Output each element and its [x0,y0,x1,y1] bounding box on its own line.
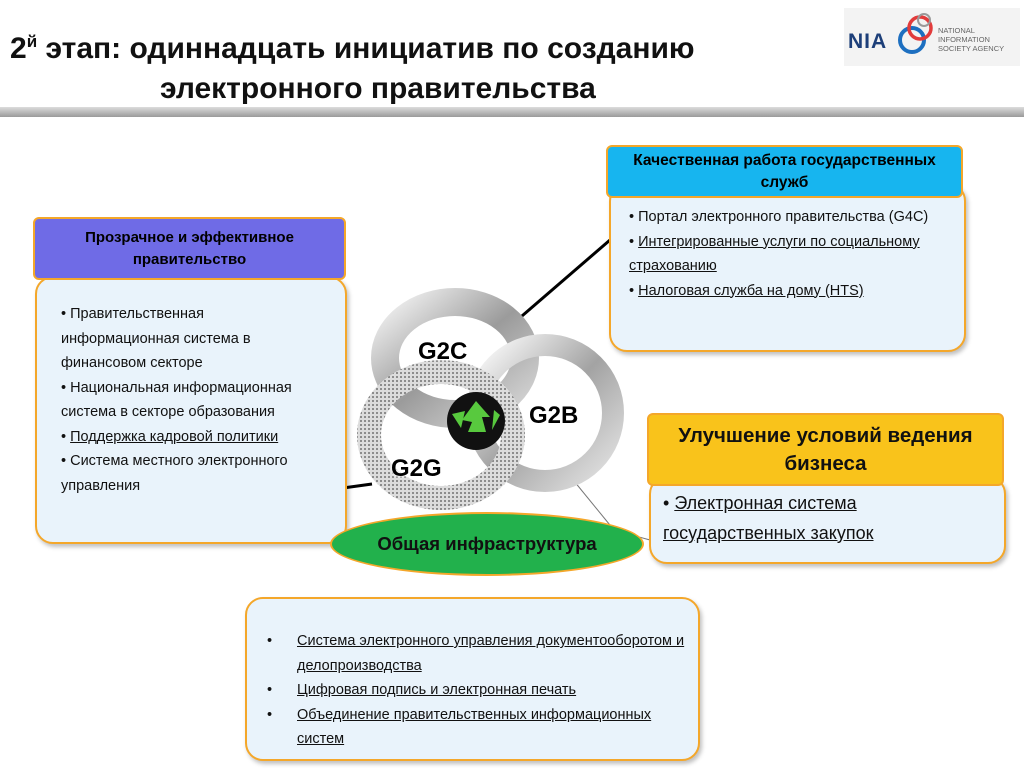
logo-swirl-icon [898,13,933,54]
list-bullet: • [629,282,639,299]
list-item: • Цифровая подпись и электронная печать [267,678,686,703]
nia-logo: NIA NATIONAL INFORMATION SOCIETY AGENCY [844,8,1020,66]
list-item: • Электронная система государственных за… [663,488,994,548]
header-business-conditions: Улучшение условий ведения бизнеса [647,413,1004,486]
panel-infrastructure: • Система электронного управления докумен… [245,597,700,761]
list-item-link[interactable]: Цифровая подпись и электронная печать [297,682,577,698]
list-item: • Поддержка кадровой политики [61,425,323,450]
list-item: • Портал электронного правительства (G4C… [629,209,929,225]
list-item: • Интегрированные услуги по социальному … [629,230,950,279]
list-item: • Система местного электронного управлен… [61,453,288,494]
list-item: • Система электронного управления докумен… [267,629,686,678]
logo-text: NIA [848,30,888,53]
label-g2c: G2C [418,338,468,365]
business-list: • Электронная система государственных за… [651,478,1004,548]
header-divider [0,107,1024,117]
list-item: • Налоговая служба на дому (HTS) [629,279,950,304]
header-quality-services: Качественная работа государственных служ… [606,145,963,198]
list-bullet: • [267,682,273,698]
title-line1: этап: одиннадцать инициатив по созданию [37,32,695,65]
ring-g2g [357,360,525,510]
bottom-list: • Система электронного управления докумен… [247,599,698,752]
list-item-link[interactable]: Объединение правительственных информацио… [297,706,652,748]
label-g2b: G2B [529,402,579,429]
panel-business-conditions: • Электронная система государственных за… [649,476,1006,564]
page-title: 2й этап: одиннадцать инициатив по создан… [10,22,830,109]
title-number: 2 [10,32,27,65]
list-item-link[interactable]: Электронная система государственных заку… [663,493,874,543]
list-item-link[interactable]: Система электронного управления документ… [297,633,685,674]
list-item: • Объединение правительственных информаци… [267,703,686,752]
logo-agency-text: NATIONAL INFORMATION SOCIETY AGENCY [938,26,1005,53]
connector-g2c [514,238,611,324]
label-g2g: G2G [391,455,442,482]
list-bullet: • [61,428,71,445]
connector-g2g [342,482,373,490]
panel-transparent-government: • Правительственная информационная систе… [35,276,347,544]
list-item-link[interactable]: Налоговая служба на дому (HTS) [638,282,864,299]
list-item-link[interactable]: Интегрированные услуги по социальному ст… [629,233,920,275]
list-bullet: • [267,706,273,723]
list-item: • Национальная информационная система в … [61,379,292,421]
panel-quality-services: • Портал электронного правительства (G4C… [609,183,966,352]
list-bullet: • [267,633,273,649]
title-superscript: й [26,32,38,51]
title-line2: электронного правительства [160,72,596,105]
list-item: • Правительственная информационная систе… [61,306,251,371]
header-transparent-government: Прозрачное и эффективное правительство [33,217,346,280]
right-list: • Портал электронного правительства (G4C… [611,185,964,303]
list-bullet: • [629,233,639,250]
list-item-link[interactable]: Поддержка кадровой политики [70,428,279,445]
infrastructure-badge: Общая инфраструктура [330,512,644,576]
left-list: • Правительственная информационная систе… [37,278,345,498]
list-bullet: • [663,493,675,513]
